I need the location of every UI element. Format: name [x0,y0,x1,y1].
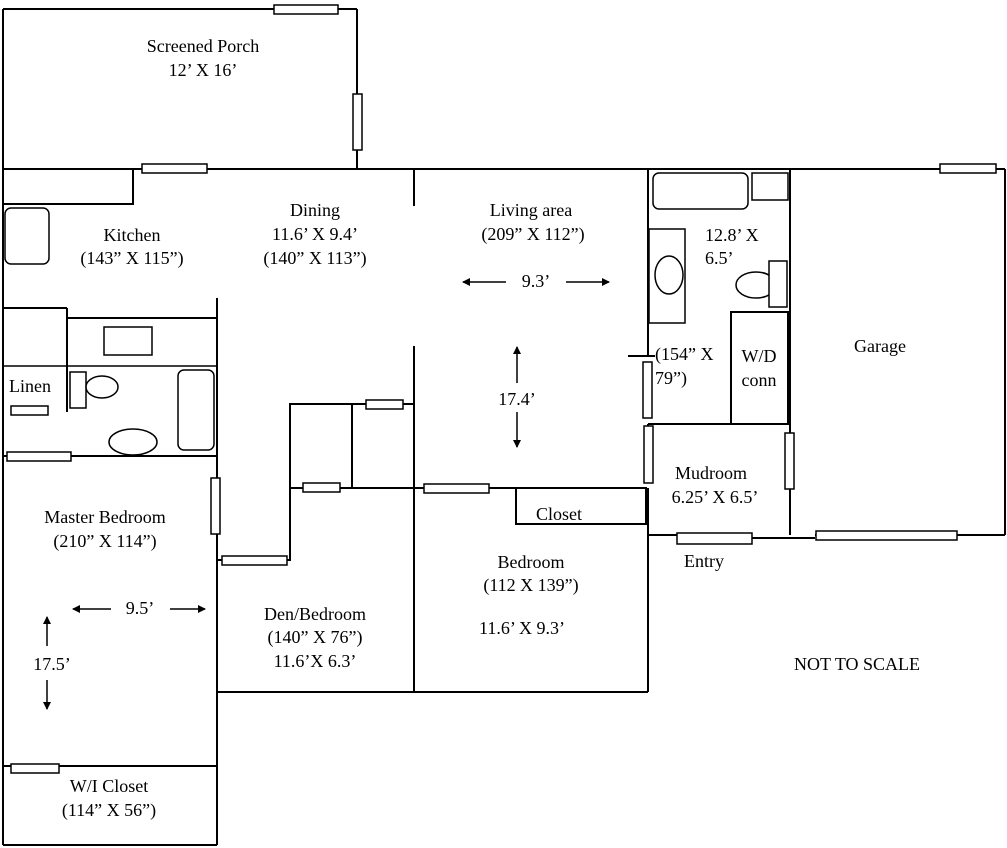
living-area-dims: (209” X 112”) [481,224,584,245]
hall-sink-icon [654,255,684,295]
bath-dims-line2: 6.5’ [705,248,734,268]
toilet-bowl-icon [85,375,119,399]
fixtures [4,172,789,456]
cabinet-icon [751,172,789,201]
wd-conn-line2: conn [742,370,777,390]
master-bedroom-label: Master Bedroom [44,507,165,527]
bedroom-dims-ft: 11.6’ X 9.3’ [479,618,565,638]
master-depth-label: 17.5’ [33,654,71,674]
kitchen-sink-icon [4,207,50,265]
wd-conn-line1: W/D [742,346,777,366]
entry-label: Entry [684,551,724,571]
screened-porch-label: Screened Porch [147,36,259,56]
walls [2,8,1006,846]
bedroom-dims-in: (112 X 139”) [483,575,578,596]
living-depth-label: 17.4’ [498,389,536,409]
dining-dims-in: (140” X 113”) [263,248,366,269]
bathtub-icon [177,369,215,451]
den-label: Den/Bedroom [264,604,366,624]
bath-dims-line1: 12.8’ X [705,225,759,245]
linen-label: Linen [9,376,51,396]
bath-sink-icon [108,428,158,456]
screened-porch-dims: 12’ X 16’ [169,60,238,80]
hall-toilet-tank-icon [768,260,788,308]
bedroom-label: Bedroom [498,552,565,572]
dining-dims-ft: 11.6’ X 9.4’ [272,224,358,244]
master-bedroom-dims: (210” X 114”) [53,531,156,552]
den-dims-in: (140” X 76”) [268,627,363,648]
dimension-arrows [43,278,610,710]
laundry-dims-line2: 79”) [655,368,687,389]
mudroom-dims: 6.25’ X 6.5’ [672,487,759,507]
wi-closet-dims: (114” X 56”) [62,800,156,821]
not-to-scale-note: NOT TO SCALE [794,654,920,674]
wi-closet-label: W/I Closet [70,776,149,796]
living-width-label: 9.3’ [522,271,551,291]
toilet-tank-icon [69,371,87,409]
room-labels: Screened Porch 12’ X 16’ Kitchen (143” X… [9,36,920,821]
windows [6,4,997,774]
dining-label: Dining [290,200,340,220]
laundry-dims-line1: (154” X [655,344,713,365]
closet-label: Closet [536,504,582,524]
vanity-sink-icon [103,326,153,356]
living-area-label: Living area [490,200,572,220]
mudroom-label: Mudroom [675,463,747,483]
hall-bathtub-icon [652,172,749,210]
master-width-label: 9.5’ [126,598,155,618]
kitchen-label: Kitchen [104,225,161,245]
kitchen-dims: (143” X 115”) [80,248,183,269]
garage-label: Garage [854,336,906,356]
den-dims-ft: 11.6’X 6.3’ [274,651,357,671]
